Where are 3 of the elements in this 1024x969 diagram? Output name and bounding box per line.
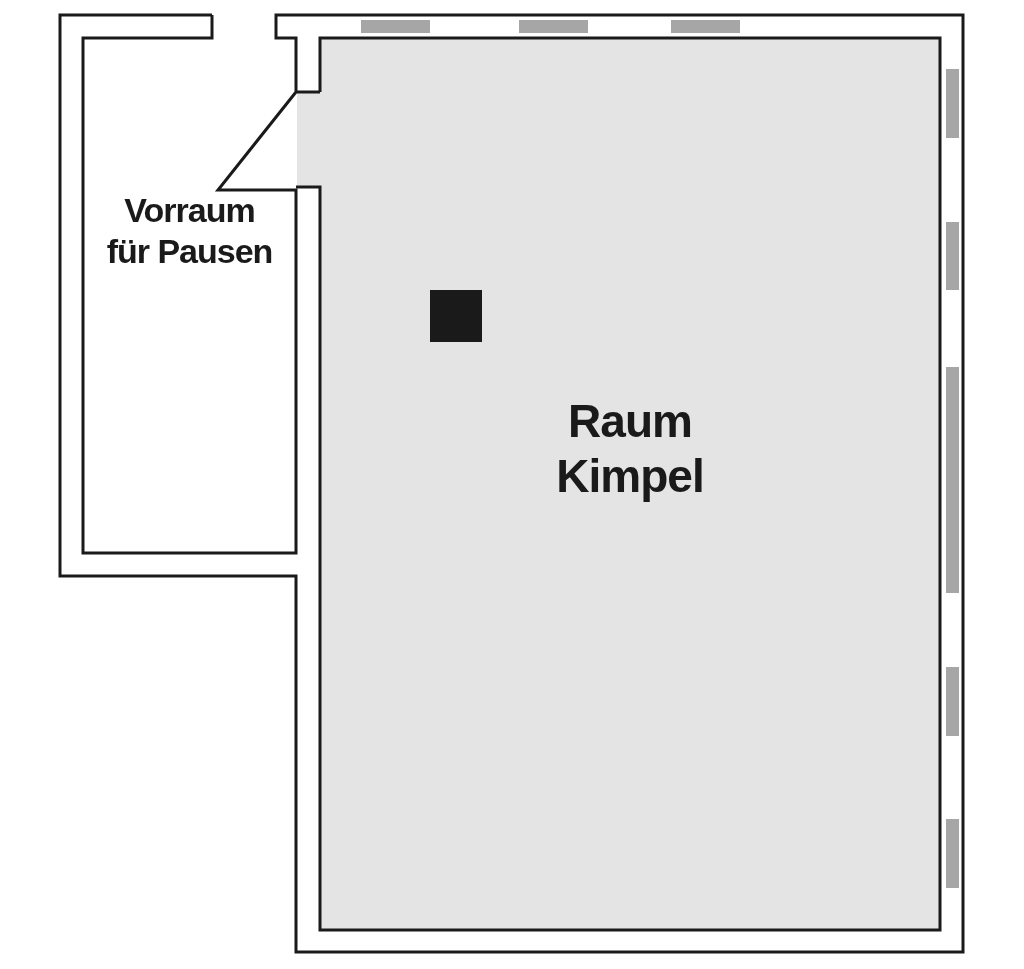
room-name: Vorraum für Pausen (105, 189, 274, 272)
room-area (320, 38, 940, 930)
room-name: Raum Kimpel (555, 393, 705, 504)
